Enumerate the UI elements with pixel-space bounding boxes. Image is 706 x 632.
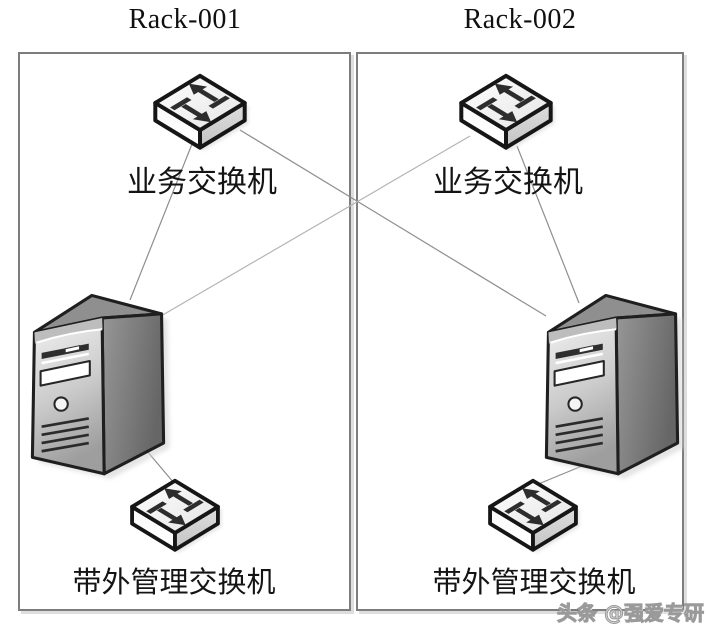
- rack1-server-icon: [26, 277, 170, 482]
- rack-002-title: Rack-002: [463, 4, 577, 35]
- rack-002-box: [356, 52, 684, 611]
- rack2-business-switch-icon: [458, 71, 554, 154]
- link-rack2-business-switch-rack2-server: [516, 145, 580, 304]
- rack2-server-icon: [540, 277, 684, 482]
- rack2-management-switch-icon: [487, 476, 579, 556]
- link-rack2-server-rack2-management-switch: [535, 465, 583, 486]
- link-rack1-business-switch-rack1-server: [129, 143, 193, 301]
- rack1-business-switch-label: 业务交换机: [127, 166, 277, 199]
- rack1-management-switch-icon: [129, 476, 221, 556]
- link-rack2-business-switch-rack1-server: [160, 135, 471, 317]
- rack-001-box: [18, 52, 351, 611]
- rack1-management-switch-label: 带外管理交换机: [72, 567, 276, 599]
- rack-001-title: Rack-001: [128, 4, 242, 35]
- rack2-business-switch-label: 业务交换机: [433, 166, 583, 199]
- rack1-business-switch-icon: [152, 71, 248, 154]
- link-rack1-business-switch-rack2-server: [239, 129, 547, 317]
- watermark: 头条 @强爱专研: [557, 601, 705, 626]
- rack2-management-switch-label: 带外管理交换机: [432, 567, 636, 599]
